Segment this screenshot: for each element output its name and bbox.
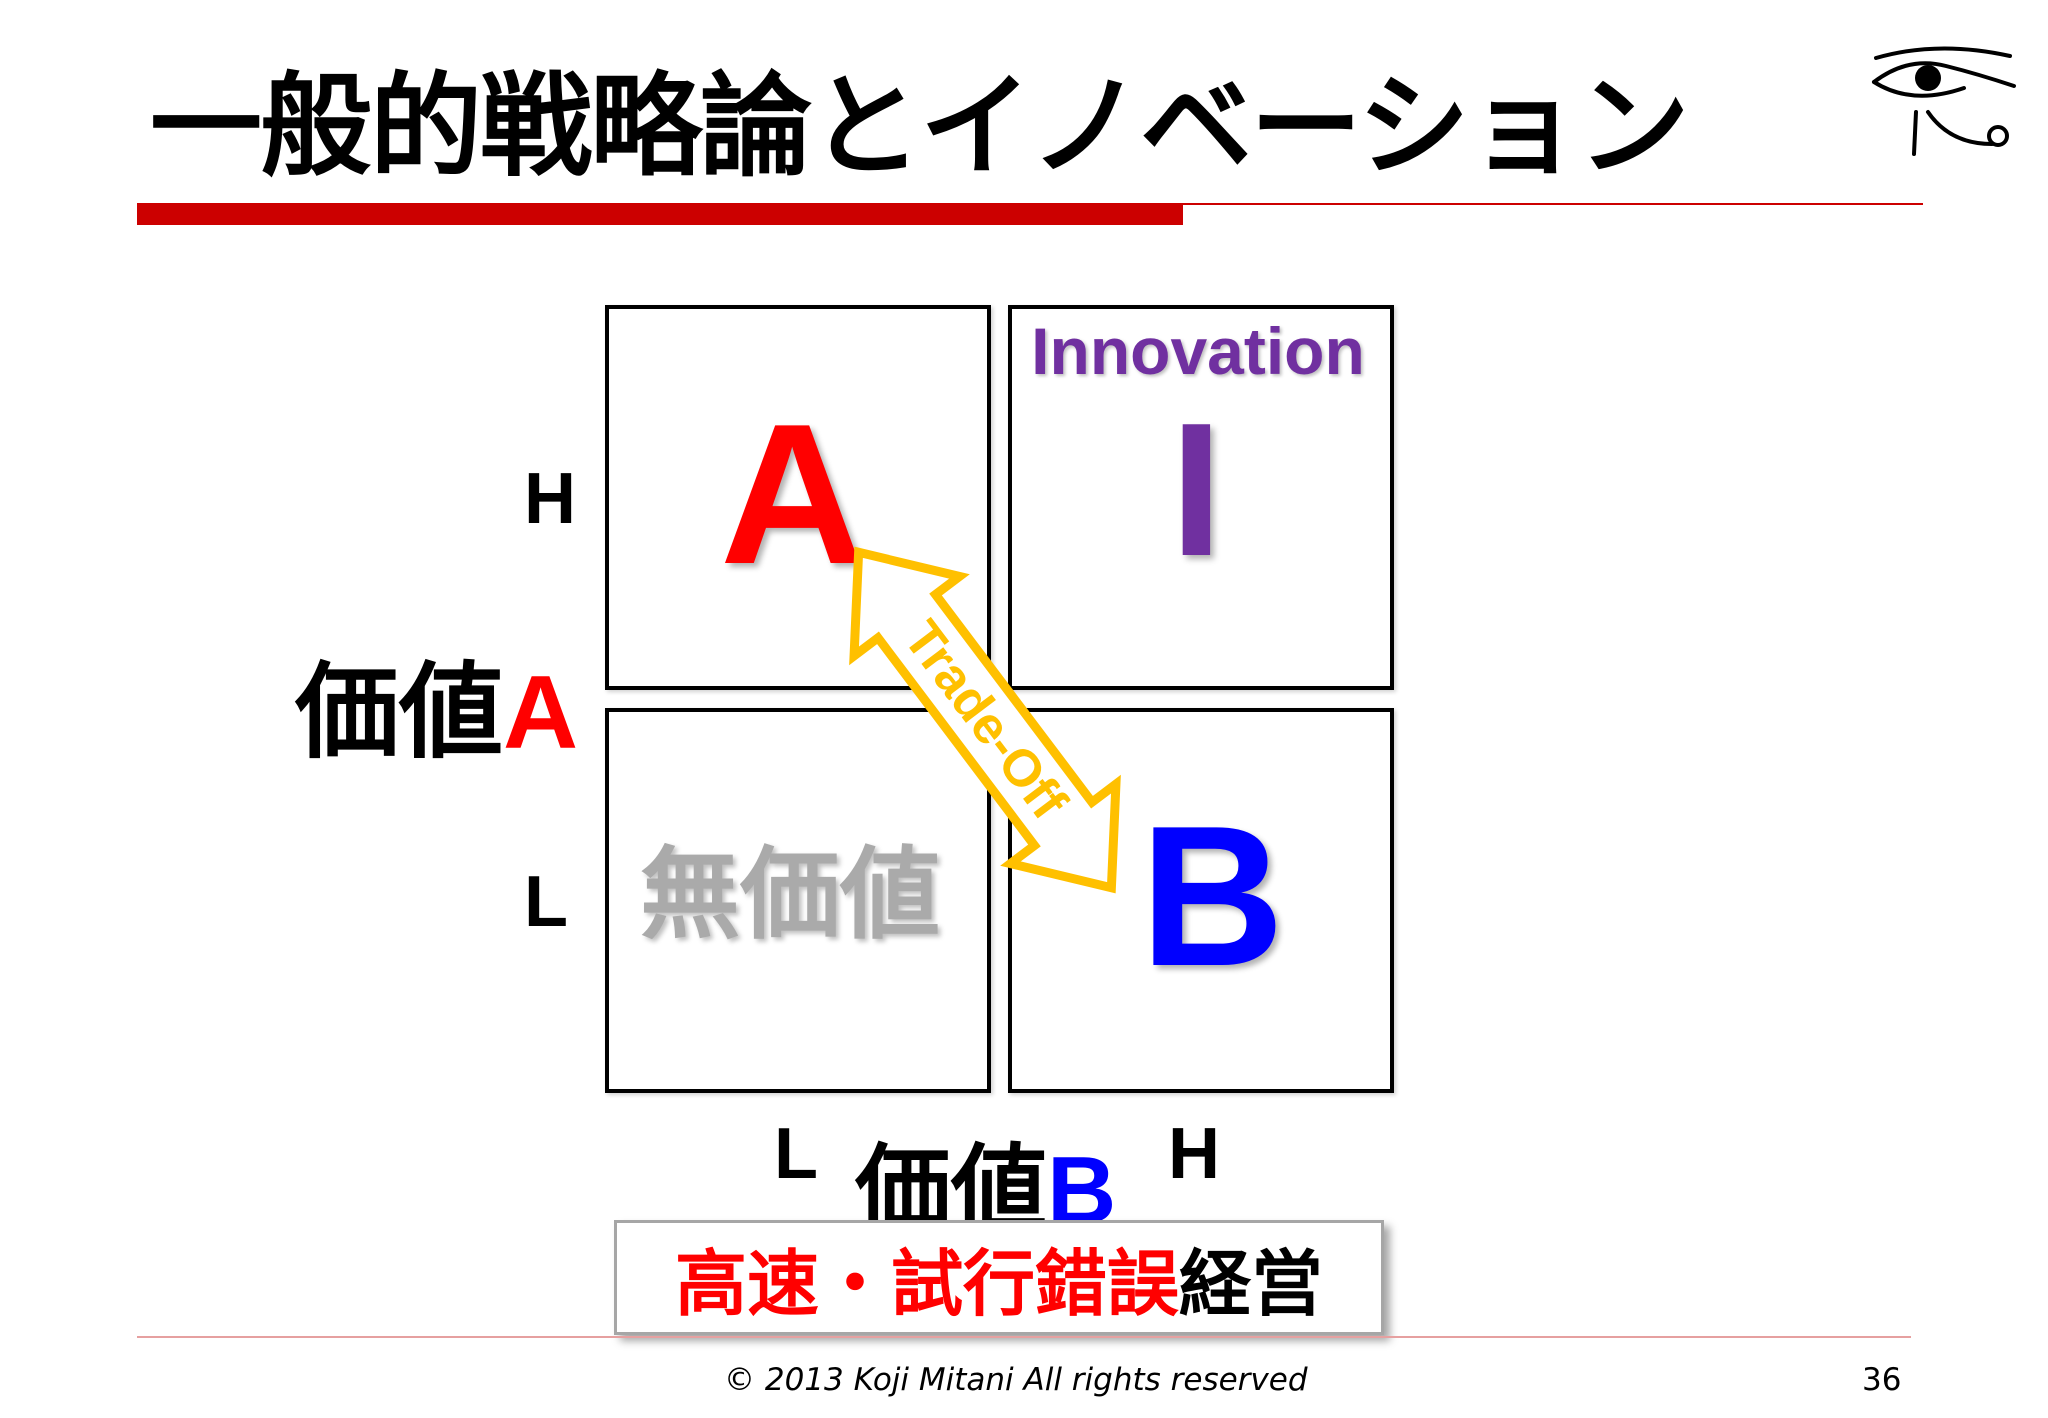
footer-divider [137, 1336, 1911, 1338]
slogan-black-text: 経営 [1179, 1242, 1324, 1326]
quadrant-top-right [1008, 305, 1394, 690]
y-axis-title-letter: A [503, 655, 579, 771]
y-axis-title-prefix: 価値 [295, 651, 504, 773]
page-number: 36 [1862, 1362, 1902, 1398]
title-underline-thin [1183, 203, 1923, 205]
y-axis-high-label: H [524, 459, 576, 539]
x-axis-high-label: H [1168, 1114, 1220, 1194]
copyright-text: © 2013 Koji Mitani All rights reserved [724, 1362, 1308, 1398]
slogan-red-text: 高速・試行錯誤 [674, 1242, 1179, 1326]
slide-title: 一般的戦略論とイノベーション [150, 62, 1690, 192]
quadrant-a-letter: A [720, 383, 865, 606]
trade-off-arrow: Trade-Off [849, 546, 1121, 894]
y-axis-title: 価値A [295, 660, 578, 765]
x-axis-low-label: L [774, 1114, 818, 1194]
slogan-box: 高速・試行錯誤経営 [614, 1220, 1384, 1335]
title-underline-thick [137, 203, 1183, 225]
innovation-label: Innovation [1031, 314, 1365, 388]
no-value-label: 無価値 [640, 836, 940, 953]
quadrant-b-letter: B [1140, 785, 1285, 1008]
quadrant-bottom-left [605, 708, 991, 1093]
eye-of-horus-icon [1872, 46, 2016, 156]
quadrant-i-letter: I [1170, 384, 1223, 596]
y-axis-low-label: L [524, 862, 568, 942]
trade-off-text: Trade-Off [892, 610, 1078, 830]
